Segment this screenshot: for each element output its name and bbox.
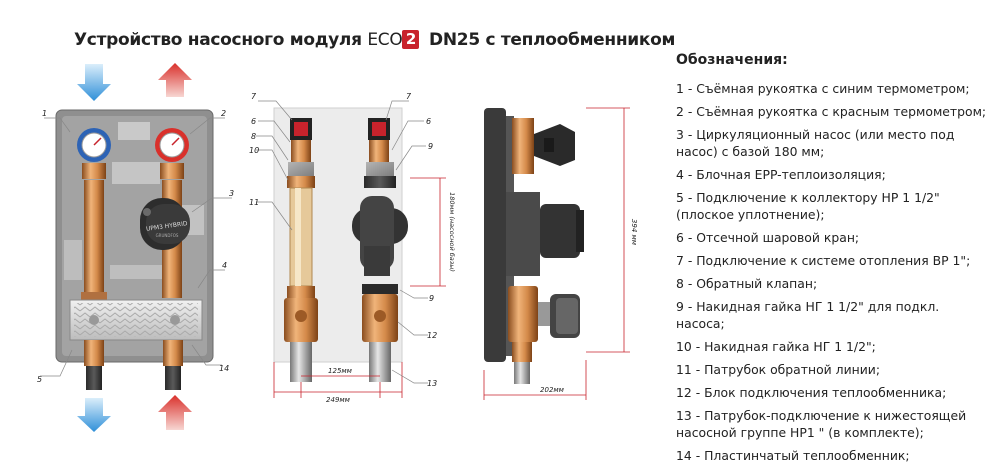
- callout-10: 10: [249, 146, 259, 155]
- dim-249: 249мм: [326, 396, 351, 404]
- legend-item-6: 6 - Отсечной шаровой кран;: [676, 230, 860, 245]
- callout-11: 11: [249, 198, 259, 207]
- side-insulation: [484, 108, 506, 362]
- legend-heading: Обозначения:: [676, 52, 788, 68]
- dim-202: 202мм: [540, 386, 565, 394]
- middle-view: 125мм 249мм 180мм (насосной базы) 7 7 6 …: [249, 92, 456, 404]
- callout-3: 3: [229, 189, 234, 198]
- return-pipe-front: [84, 180, 104, 298]
- callout-9-top: 9: [428, 142, 433, 151]
- legend-item-5: 5 - Подключение к коллектору НР 1 1/2" (…: [676, 190, 940, 222]
- legend-item-10: 10 - Накидная гайка НГ 1 1/2";: [676, 339, 876, 354]
- legend-item-9: 9 - Накидная гайка НГ 1 1/2" для подкл. …: [676, 299, 940, 331]
- title-prefix: Устройство насосного модуля: [74, 30, 362, 50]
- legend-item-11: 11 - Патрубок обратной линии;: [676, 362, 881, 377]
- legend-item-12: 12 - Блок подключения теплообменника;: [676, 385, 947, 400]
- flow-arrow-red-bottom: [158, 395, 192, 430]
- callout-6-right: 6: [426, 117, 431, 126]
- brand-eco-number: 2: [402, 30, 420, 49]
- callout-5: 5: [37, 375, 42, 384]
- callout-7-left: 7: [251, 92, 257, 101]
- legend-item-4: 4 - Блочная EPP-теплоизоляция;: [676, 167, 886, 182]
- legend-item-1: 1 - Съёмная рукоятка с синим термометром…: [676, 81, 970, 96]
- callout-14-front: 14: [219, 364, 229, 373]
- flow-arrow-red-top: [158, 63, 192, 97]
- dim-125: 125мм: [328, 367, 353, 375]
- flow-arrow-blue-top: [77, 64, 111, 101]
- legend-item-2: 2 - Съёмная рукоятка с красным термометр…: [676, 104, 987, 119]
- legend-item-7: 7 - Подключение к системе отопления ВР 1…: [676, 253, 971, 268]
- plate-heat-exchanger: [69, 299, 203, 341]
- legend-item-14: 14 - Пластинчатый теплообменник;: [676, 448, 910, 463]
- side-view: 394 мм 202мм: [483, 107, 638, 400]
- thermometer-blue-handle: [77, 128, 111, 162]
- dim-180: 180мм (насосной базы): [448, 192, 456, 272]
- legend-item-8: 8 - Обратный клапан;: [676, 276, 818, 291]
- callout-2: 2: [221, 109, 226, 118]
- brand-eco: ECO: [367, 30, 403, 50]
- flow-arrow-blue-bottom: [77, 398, 111, 432]
- callout-12: 12: [427, 331, 437, 340]
- dim-394: 394 мм: [630, 219, 638, 246]
- callout-1: 1: [42, 109, 47, 118]
- callout-8: 8: [251, 132, 256, 141]
- legend-item-3: 3 - Циркуляционный насос (или место под …: [676, 127, 955, 159]
- title-suffix: DN25 с теплообменником: [429, 30, 676, 50]
- thermometer-red-handle: [155, 128, 189, 162]
- callout-9-bottom: 9: [429, 294, 434, 303]
- legend-panel: Обозначения: 1 - Съёмная рукоятка с сини…: [676, 52, 991, 470]
- callout-7-right: 7: [406, 92, 412, 101]
- front-view: UPM3 HYBRID GRUNDFOS 1 2 3: [37, 63, 234, 432]
- callout-4: 4: [222, 261, 227, 270]
- legend-item-13: 13 - Патрубок-подключение к нижестоящей …: [676, 408, 967, 440]
- pump-side-view: [352, 196, 408, 276]
- pump-brand-label: GRUNDFOS: [156, 233, 179, 238]
- circulation-pump: UPM3 HYBRID GRUNDFOS: [140, 198, 190, 250]
- callout-6-left: 6: [251, 117, 256, 126]
- callout-13: 13: [427, 379, 437, 388]
